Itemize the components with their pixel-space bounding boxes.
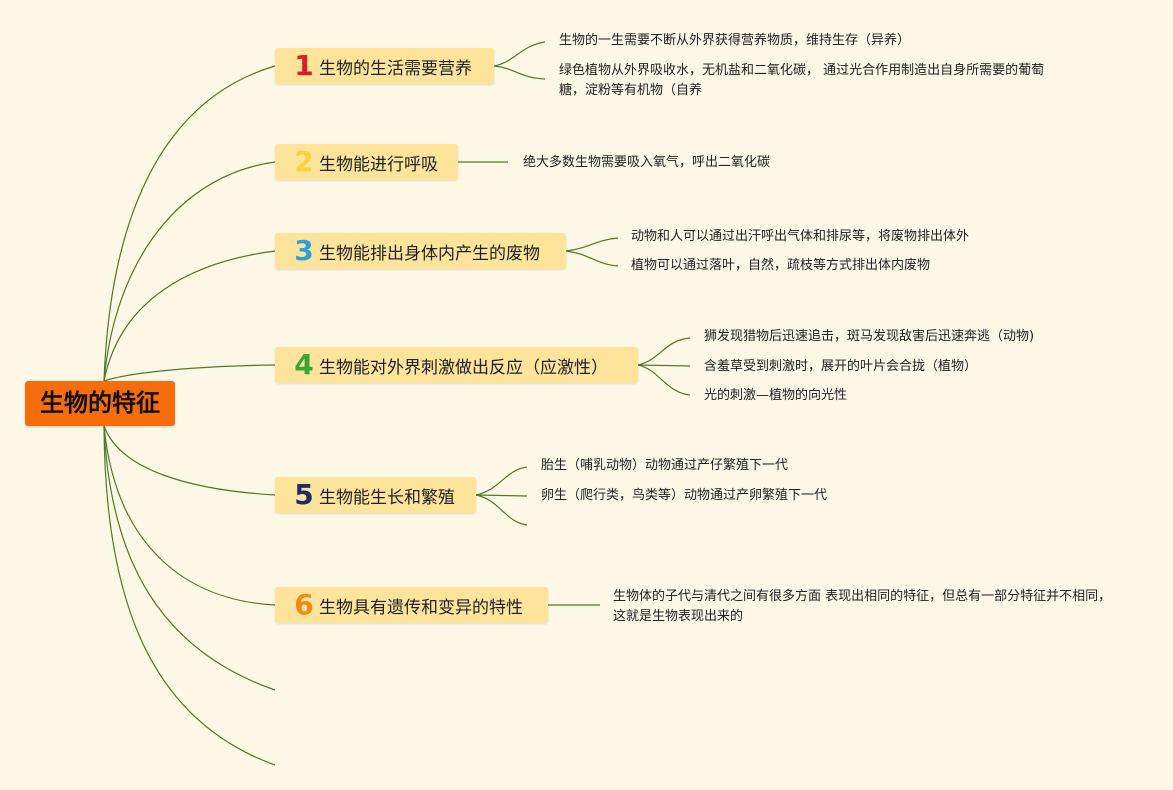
connector-b3-leaf-2 [565,250,619,267]
leaf-1-1[interactable]: 生物的一生需要不断从外界获得营养物质，维持生存（异养） [559,33,911,48]
connector-b5-leaf-3 [475,494,528,526]
leaf-4-3[interactable]: 光的刺激—植物的向光性 [704,388,848,403]
root-topic[interactable]: 生物的特征 [25,381,175,426]
branch-topic-1[interactable]: 1 生物的生活需要营养 [275,48,494,84]
connector-b4-leaf-3 [637,364,691,396]
connector-b5-leaf-1 [475,466,528,496]
branch-topic-3[interactable]: 3 生物能排出身体内产生的废物 [275,233,566,269]
branch-number-5: 5 [294,478,314,511]
leaf-6-1[interactable]: 生物体的子代与清代之间有很多方面 表现出相同的特征，但总有一部分特征并不相同， … [613,589,1112,624]
branch-label-6: 生物具有遗传和变异的特性 [319,597,523,618]
connector-b1-leaf-1 [493,41,546,67]
connector-b5-leaf-2 [475,494,528,497]
leaf-4-2[interactable]: 含羞草受到刺激时，展开的叶片会合拢（植物） [704,359,978,374]
leaf-3-1[interactable]: 动物和人可以通过出汗呼出气体和排尿等，将废物排出体外 [631,229,970,244]
connector-root-extra-1 [103,425,276,691]
connector-root-branch-5 [103,425,276,496]
leaf-2-1[interactable]: 绝大多数生物需要吸入氧气，呼出二氧化碳 [523,155,771,170]
connector-root-branch-3 [103,250,276,382]
connector-root-extra-2 [103,425,276,766]
branch-label-5: 生物能生长和繁殖 [319,487,455,508]
branch-number-1: 1 [294,49,314,82]
branch-number-2: 2 [294,145,314,178]
connector-b4-leaf-1 [637,337,691,366]
connector-root-branch-1 [103,65,276,382]
leaf-3-2[interactable]: 植物可以通过落叶，自然，疏枝等方式排出体内废物 [631,258,931,273]
branch-topic-4[interactable]: 4 生物能对外界刺激做出反应（应激性） [275,347,638,383]
connector-root-branch-6 [103,425,276,606]
connector-root-branch-2 [103,161,276,382]
branch-label-1: 生物的生活需要营养 [319,58,472,79]
branch-number-4: 4 [294,348,314,381]
branch-topic-2[interactable]: 2 生物能进行呼吸 [275,144,458,180]
leaf-4-1[interactable]: 狮发现猎物后迅速追击，斑马发现敌害后迅速奔逃（动物) [704,329,1035,344]
branch-number-6: 6 [294,588,314,621]
connector-b4-leaf-2 [637,364,691,367]
connector-root-branch-4 [103,364,276,382]
branch-topic-6[interactable]: 6 生物具有遗传和变异的特性 [275,587,548,623]
leaf-1-2[interactable]: 绿色植物从外界吸收水，无机盐和二氧化碳， 通过光合作用制造出自身所需要的葡萄糖，… [559,63,1045,98]
branch-label-4: 生物能对外界刺激做出反应（应激性） [319,357,608,378]
connector-b3-leaf-1 [565,237,619,252]
leaf-5-2[interactable]: 卵生（爬行类，鸟类等）动物通过产卵繁殖下一代 [541,488,828,503]
branch-number-3: 3 [294,234,314,267]
branch-topic-5[interactable]: 5 生物能生长和繁殖 [275,477,476,513]
leaf-5-1[interactable]: 胎生（哺乳动物）动物通过产仔繁殖下一代 [541,458,789,473]
branch-label-3: 生物能排出身体内产生的废物 [319,243,540,264]
connector-b1-leaf-2 [493,65,546,80]
branch-label-2: 生物能进行呼吸 [319,154,438,175]
